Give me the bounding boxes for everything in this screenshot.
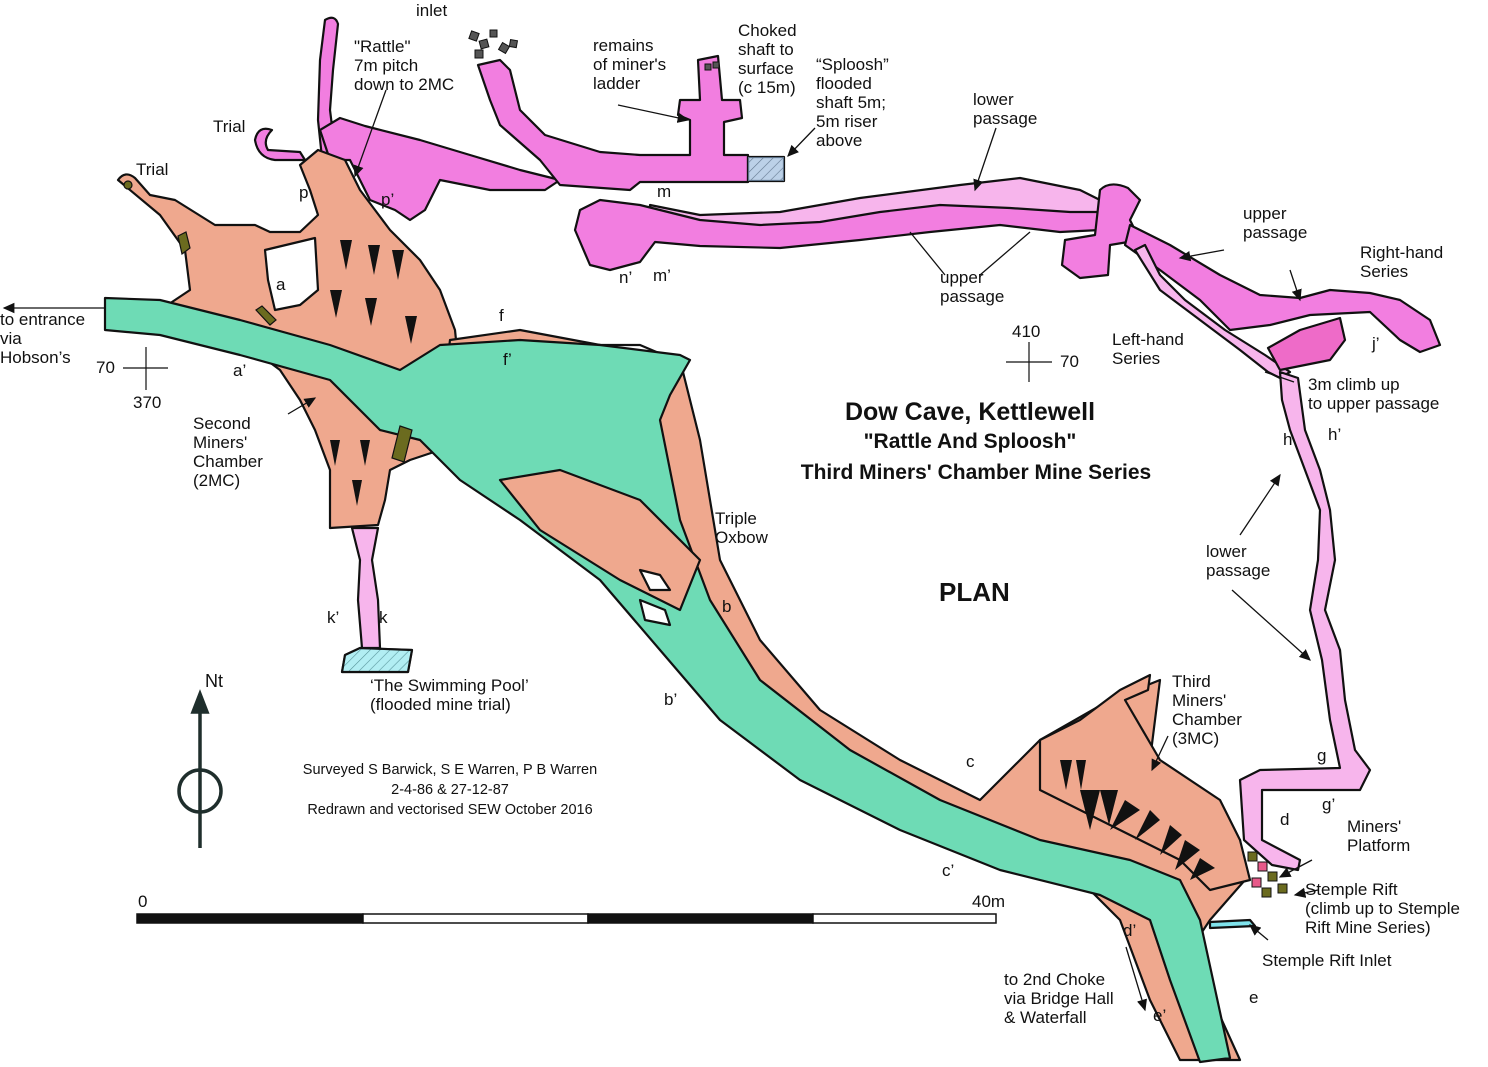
grid-northing-2: 410 (1012, 322, 1041, 341)
pool-passage (350, 526, 382, 650)
section-k: k (379, 608, 388, 627)
section-a-prime: a’ (233, 361, 247, 380)
upper-passage-to-right-hand (1123, 223, 1442, 354)
section-d-prime: d’ (1123, 921, 1137, 940)
north-arrow-icon (177, 689, 223, 848)
stemple-rift-inlet (1208, 918, 1257, 930)
label-swimming-pool: ‘The Swimming Pool’ (flooded mine trial) (370, 676, 529, 714)
north-label: Nt (205, 671, 223, 691)
section-c: c (966, 752, 975, 771)
label-choked-shaft: Choked shaft to surface (c 15m) (738, 21, 797, 97)
stream-island-3 (638, 598, 672, 627)
section-h: h (1283, 430, 1293, 449)
label-right-hand-series: Right-hand Series (1360, 243, 1444, 281)
leader-lines (2, 89, 1319, 1012)
section-f-prime: f’ (503, 350, 512, 369)
section-j-prime: j’ (1372, 334, 1380, 353)
section-m-prime: m’ (653, 266, 671, 285)
section-p: p (299, 183, 309, 202)
credit-line-2: 2-4-86 & 27-12-87 (391, 782, 509, 798)
grid-cross-370 (123, 347, 168, 390)
section-b: b (722, 597, 732, 616)
third-miners-chamber (1038, 673, 1252, 892)
map-series-title: Third Miners' Chamber Mine Series (800, 461, 1152, 484)
section-e: e (1249, 988, 1259, 1007)
chamber-hole (263, 236, 320, 312)
upper-series (253, 16, 1442, 872)
label-left-hand-series: Left-hand Series (1112, 330, 1184, 368)
scale-start-label: 0 (138, 892, 148, 911)
label-inlet: inlet (416, 1, 448, 20)
trial-hook (253, 127, 307, 162)
grid-northing-1: 370 (133, 393, 162, 412)
label-sploosh: “Sploosh” flooded shaft 5m; 5m riser abo… (816, 55, 889, 150)
plan-label: PLAN (939, 577, 1010, 607)
credit-line-3: Redrawn and vectorised SEW October 2016 (307, 802, 593, 818)
section-h-prime: h’ (1328, 425, 1342, 444)
label-lower-passage-top: lower passage (973, 90, 1038, 128)
junction-chamber (1060, 183, 1142, 280)
section-n-prime: n’ (619, 268, 633, 287)
streamway (103, 296, 1257, 1064)
label-second-miners-chamber: Second Miners' Chamber (2MC) (193, 414, 263, 490)
rubble (468, 29, 720, 71)
scale-bar (136, 913, 997, 924)
label-3m-climb: 3m climb up to upper passage (1308, 375, 1440, 413)
label-rattle: "Rattle" 7m pitch down to 2MC (354, 37, 455, 94)
grid-easting-1: 70 (96, 358, 115, 377)
label-trial-left: Trial (136, 160, 169, 179)
section-g-prime: g’ (1322, 795, 1336, 814)
label-lower-passage-right: lower passage (1206, 542, 1271, 580)
map-title: Dow Cave, Kettlewell (844, 398, 1096, 426)
label-to-entrance: to entrance via Hobson’s (0, 310, 86, 367)
section-b-prime: b’ (664, 690, 678, 709)
left-hand-series (1133, 243, 1292, 380)
label-stemple-rift-inlet: Stemple Rift Inlet (1262, 951, 1392, 970)
main-streamway (103, 296, 1232, 1064)
label-trial-upper: Trial (213, 117, 246, 136)
section-m: m (657, 182, 672, 201)
section-c-prime: c’ (942, 861, 955, 880)
label-miners-platform: Miners' Platform (1347, 817, 1411, 855)
section-g: g (1317, 746, 1327, 765)
label-stemple-rift: Stemple Rift (climb up to Stemple Rift M… (1305, 880, 1460, 937)
grid-easting-2: 70 (1060, 352, 1079, 371)
miners-platform-rubble (1247, 851, 1288, 898)
section-d: d (1280, 810, 1290, 829)
upper-passage-east (573, 198, 1102, 272)
credit-line-1: Surveyed S Barwick, S E Warren, P B Warr… (302, 762, 598, 778)
label-third-miners-chamber: Third Miners' Chamber (3MC) (1172, 672, 1242, 748)
inlet-passage (476, 54, 750, 192)
slope-triangles (330, 240, 1215, 880)
grid-cross-410 (1006, 342, 1052, 382)
label-triple-oxbow: Triple Oxbow (715, 509, 768, 547)
climb-block (1266, 316, 1347, 372)
section-k-prime: k’ (327, 608, 340, 627)
survey-credits: Surveyed S Barwick, S E Warren, P B Warr… (240, 760, 660, 820)
label-upper-passage-right: upper passage (1243, 204, 1308, 242)
map-subtitle: "Rattle And Sploosh" (863, 430, 1077, 453)
upper-west-passage (318, 116, 562, 222)
section-a: a (276, 275, 286, 294)
section-f: f (499, 306, 504, 325)
boulders (123, 180, 413, 463)
stream-island-2 (638, 568, 672, 592)
section-e-prime: e’ (1153, 1006, 1167, 1025)
label-remains-ladder: remains of miner's ladder (593, 36, 667, 93)
label-upper-passage-mid: upper passage (940, 268, 1005, 306)
scale-end-label: 40m (972, 892, 1006, 911)
section-p-prime: p’ (381, 190, 395, 209)
lower-passage-south (1238, 370, 1372, 872)
label-to-2nd-choke: to 2nd Choke via Bridge Hall & Waterfall (1004, 970, 1114, 1027)
